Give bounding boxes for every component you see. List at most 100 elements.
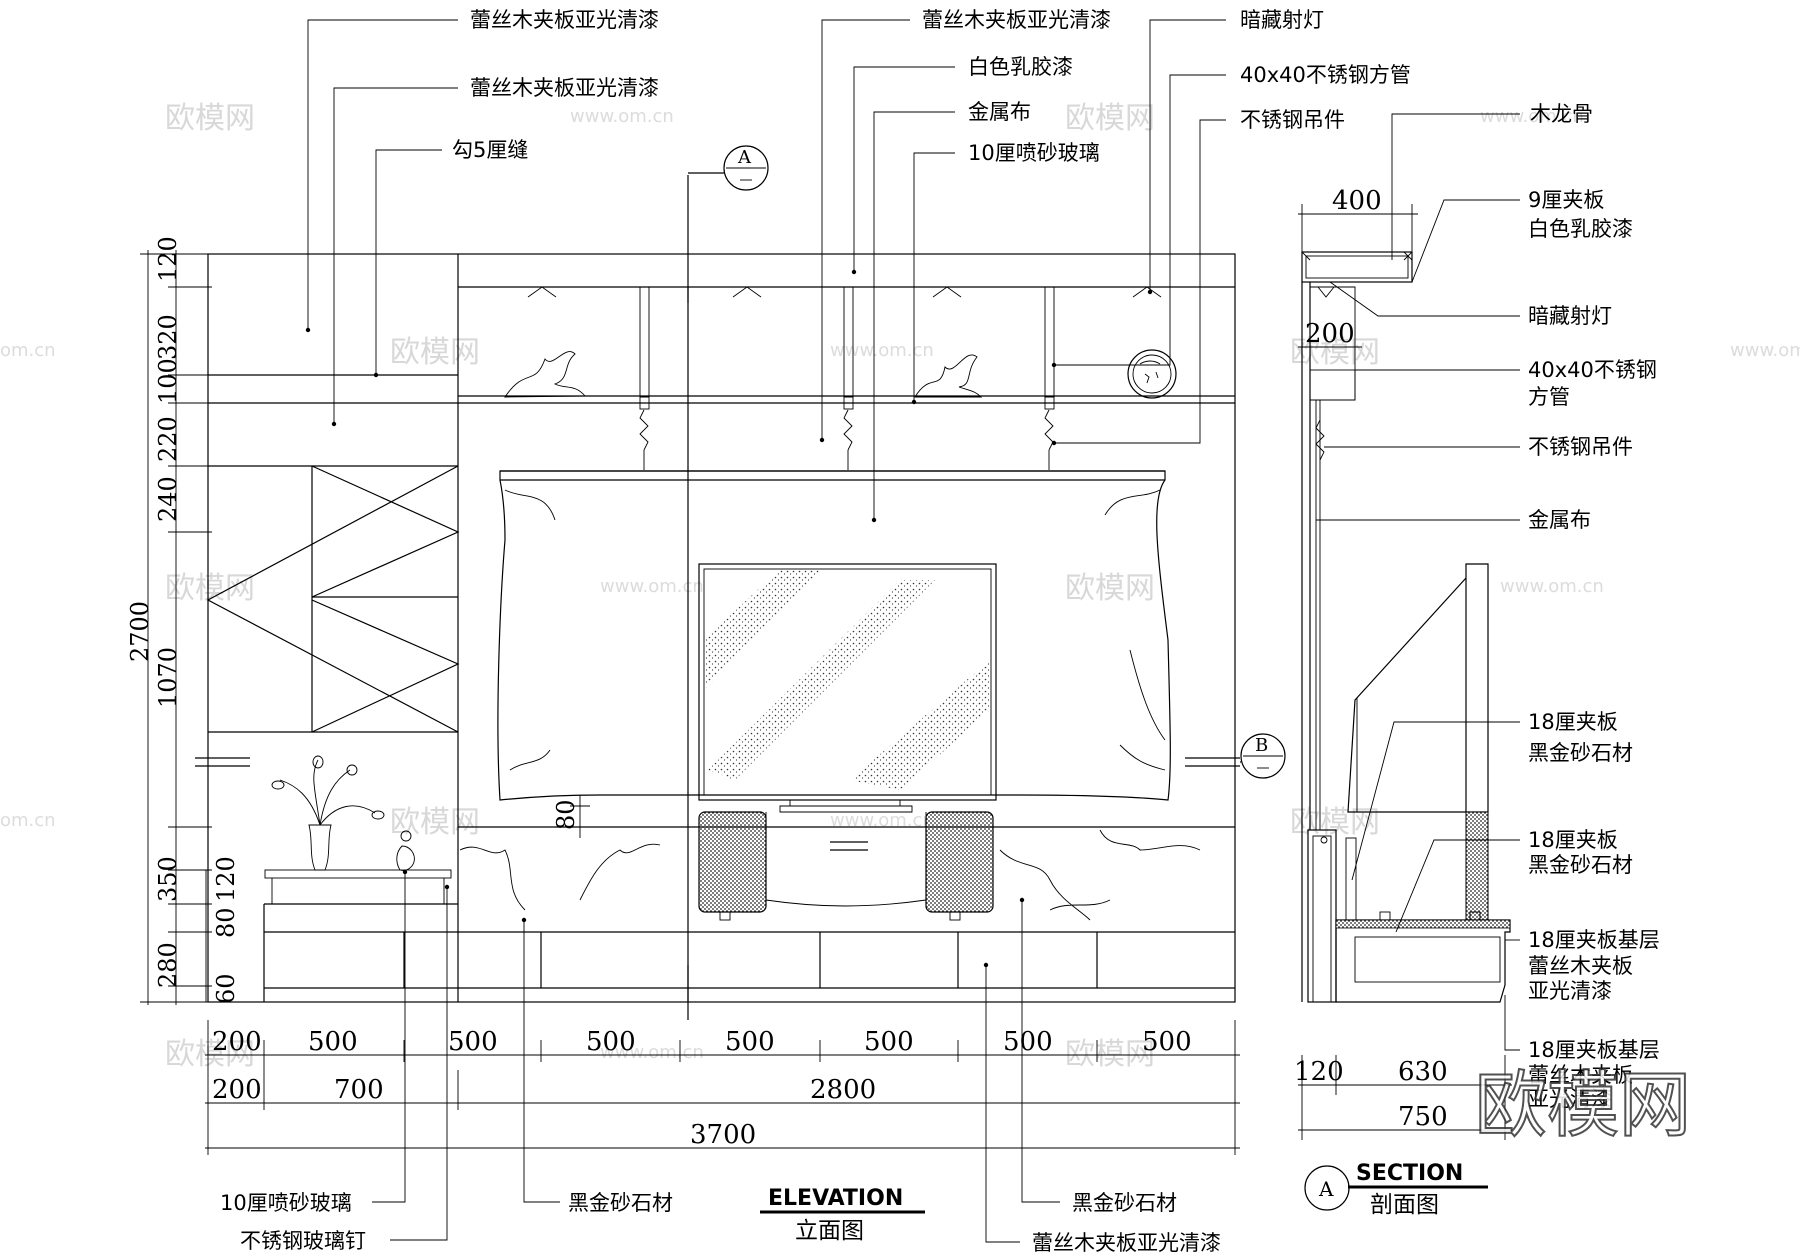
dim-text: 200 xyxy=(212,1027,262,1057)
elevation-title: ELEVATION 立面图 xyxy=(760,1186,925,1244)
callout-label: 黑金砂石材 xyxy=(1528,853,1633,877)
dim-text: 700 xyxy=(334,1075,384,1105)
stone-panel-section xyxy=(1307,829,1337,1003)
base-cabinet-section xyxy=(1335,919,1511,1003)
horizontal-dim-chain: 200 500 500 500 500 500 500 500 200 700 … xyxy=(205,1020,1240,1155)
callout-label: 蕾丝木夹板亚光清漆 xyxy=(922,8,1111,32)
metal-fabric-backdrop xyxy=(497,470,1171,801)
stone-vein xyxy=(459,829,1201,921)
tv-back xyxy=(1347,577,1467,813)
watermark-layer: 欧模网 欧模网 欧模网 欧模网 欧模网 欧模网 欧模网 欧模网 欧模网 欧模网 … xyxy=(0,101,1800,1072)
watermark-brand: 欧模网 xyxy=(1065,571,1155,606)
callout-label: 40x40不锈钢 xyxy=(1528,358,1657,382)
dim-text: 500 xyxy=(725,1027,775,1057)
wall-outline xyxy=(207,253,1236,1003)
section-marker-b: B xyxy=(1240,733,1286,779)
dim-text: 3700 xyxy=(690,1120,756,1150)
stone-panel-section xyxy=(1345,837,1357,921)
marker-letter: B xyxy=(1255,735,1268,756)
diamond-panel xyxy=(206,465,459,733)
section-view: 400 200 120 630 750 木龙骨 9厘夹板 白色乳胶漆 暗藏射灯 … xyxy=(1294,102,1660,1218)
spotlight-icon xyxy=(527,286,1162,298)
watermark-site: om.cn xyxy=(0,810,56,831)
watermark-brand: 欧模网 xyxy=(165,571,255,606)
dim-text: 320 xyxy=(154,314,182,360)
dim-text: 200 xyxy=(1305,319,1355,349)
watermark-brand: 欧模网 xyxy=(390,805,480,840)
tv-section xyxy=(1465,563,1489,813)
callout-label: 蕾丝木夹板亚光清漆 xyxy=(1032,1231,1221,1255)
marker-letter: A xyxy=(1318,1177,1334,1201)
callout-label: 黑金砂石材 xyxy=(1528,741,1633,765)
glass-pin xyxy=(1320,836,1328,844)
tv-console-box xyxy=(765,812,927,907)
callout-label: 勾5厘缝 xyxy=(452,138,528,162)
tv-screen xyxy=(698,563,997,801)
vase-flowers-icon xyxy=(271,755,415,871)
watermark-site: www.om.cn xyxy=(1500,576,1604,597)
hanger-link xyxy=(1315,419,1325,461)
title-en: ELEVATION xyxy=(768,1186,903,1211)
dim-text: 80 xyxy=(212,907,240,938)
dim-text: 120 xyxy=(154,236,182,282)
callout-label: 蕾丝木夹板亚光清漆 xyxy=(470,8,659,32)
glass-shelf xyxy=(264,869,452,879)
watermark-brand: 欧模网 xyxy=(165,101,255,136)
vertical-dim-chain: 120 320 100 220 240 2700 1070 350 120 80… xyxy=(126,236,240,1005)
wall-clock-icon xyxy=(1127,349,1177,399)
callout-label: 暗藏射灯 xyxy=(1240,8,1324,32)
section-marker-a: A xyxy=(688,145,769,191)
callout-label: 亚光清漆 xyxy=(1528,1087,1612,1111)
logo-watermark: 欧模网 xyxy=(1475,1063,1691,1147)
watermark-site: www.om.cn xyxy=(830,810,934,831)
callout-label: 蕾丝木夹板 xyxy=(1528,954,1633,978)
dim-text: 350 xyxy=(154,856,182,902)
dim-text: 280 xyxy=(154,942,182,988)
wood-keel xyxy=(1403,251,1413,261)
watermark-brand: 欧模网 xyxy=(1065,1037,1155,1072)
title-en: SECTION xyxy=(1356,1161,1463,1186)
speaker-foot xyxy=(719,911,731,921)
spotlight-icon xyxy=(1317,286,1335,298)
marker-letter: A xyxy=(737,147,752,168)
watermark-site: www.om.cn xyxy=(1480,106,1584,127)
wood-keel xyxy=(1301,251,1311,261)
callout-label: 不锈钢吊件 xyxy=(1240,108,1345,132)
dim-text: 400 xyxy=(1332,186,1382,216)
dim-text: 500 xyxy=(586,1027,636,1057)
soffit-box xyxy=(1301,251,1413,283)
watermark-brand: 欧模网 xyxy=(1290,335,1380,370)
callout-label: 不锈钢吊件 xyxy=(1528,435,1633,459)
callout-label: 10厘喷砂玻璃 xyxy=(220,1191,352,1215)
sculpture-icon xyxy=(504,351,983,398)
watermark-site: www.om.cn xyxy=(600,1042,704,1063)
callout-label: 18厘夹板基层 xyxy=(1528,1038,1660,1062)
dim-text: 1070 xyxy=(154,647,182,708)
callout-label: 白色乳胶漆 xyxy=(968,55,1073,79)
diamond-panel xyxy=(311,599,460,733)
dim-text: 2700 xyxy=(126,601,154,662)
callout-label: 18厘夹板 xyxy=(1528,828,1618,852)
dim-text: 220 xyxy=(154,416,182,462)
stone-top-section xyxy=(1335,919,1511,929)
watermark-site: om.cn xyxy=(0,340,56,361)
dim-text: 60 xyxy=(212,973,240,1004)
callout-label: 18厘夹板 xyxy=(1528,710,1618,734)
tv-stand xyxy=(779,800,913,813)
callout-label: 黑金砂石材 xyxy=(568,1191,673,1215)
callout-label: 10厘喷砂玻璃 xyxy=(968,141,1100,165)
watermark-site: www.om.cn xyxy=(600,576,704,597)
callout-label: 金属布 xyxy=(968,100,1031,124)
dim-text: 500 xyxy=(1142,1027,1192,1057)
dim-text: 630 xyxy=(1398,1057,1448,1087)
stone-panel-section xyxy=(1312,835,1332,1003)
callout-label: 白色乳胶漆 xyxy=(1528,217,1633,241)
steel-hanger xyxy=(639,286,1055,470)
section-leader-labels: 木龙骨 9厘夹板 白色乳胶漆 暗藏射灯 40x40不锈钢 方管 不锈钢吊件 金属… xyxy=(1316,102,1660,1111)
watermark-site: www.om.cn xyxy=(1730,340,1800,361)
callout-label: 9厘夹板 xyxy=(1528,188,1604,212)
watermark-site: www.om.cn xyxy=(570,106,674,127)
fabric-fold xyxy=(504,489,1166,771)
dim-text: 750 xyxy=(1398,1102,1448,1132)
